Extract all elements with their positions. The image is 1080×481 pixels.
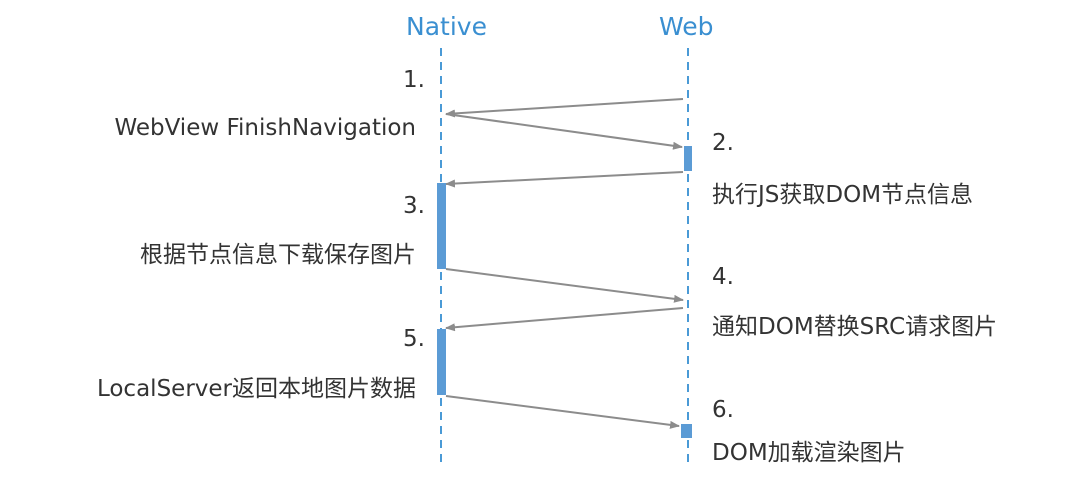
message-arrow-4 [445,268,684,303]
step-1-label: WebView FinishNavigation [114,115,416,141]
step-2-number: 2. [712,130,734,156]
step-5-number: 5. [403,326,425,352]
message-arrow-5 [445,307,684,332]
native-lane-title: Native [406,12,487,41]
step-6-label: DOM加载渲染图片 [712,440,906,466]
step-6-number: 6. [712,397,734,423]
step-4-number: 4. [712,264,734,290]
step-2-label: 执行JS获取DOM节点信息 [712,182,974,208]
activation-bar-native-step-5 [437,329,446,395]
message-arrow-6 [445,395,680,429]
activation-bar-web-step-2 [684,146,692,171]
message-arrow-2 [445,113,683,150]
message-arrows [445,98,684,429]
step-3-label: 根据节点信息下载保存图片 [140,242,416,268]
activation-bars [437,146,692,438]
step-1-number: 1. [403,67,425,93]
activation-bar-web-step-6 [681,424,692,438]
step-4-label: 通知DOM替换SRC请求图片 [712,314,998,340]
web-lane-title: Web [659,12,714,41]
step-5-label: LocalServer返回本地图片数据 [96,376,416,402]
step-3-number: 3. [403,193,425,219]
message-arrow-3 [445,171,684,188]
activation-bar-native-step-3 [437,183,446,269]
message-arrow-1 [445,98,684,118]
